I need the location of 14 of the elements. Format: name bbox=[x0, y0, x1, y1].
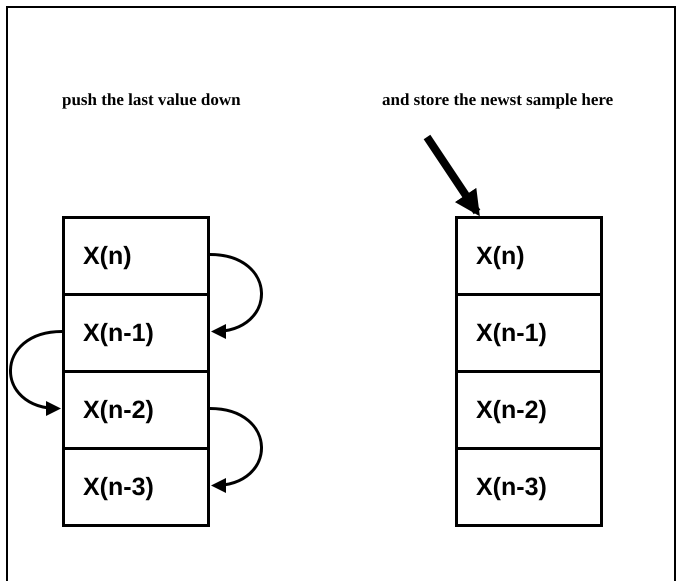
arrow bbox=[9, 330, 62, 415]
arrow bbox=[210, 253, 263, 338]
stack-cell: X(n-3) bbox=[62, 447, 210, 527]
arrow bbox=[210, 407, 263, 492]
stack-cell: X(n-2) bbox=[62, 370, 210, 450]
stack-cell: X(n-2) bbox=[455, 370, 603, 450]
note-text: and store the newst sample here bbox=[382, 89, 678, 110]
stack-cell: X(n-1) bbox=[455, 293, 603, 373]
arrow bbox=[424, 134, 480, 216]
stack-cell: X(n-3) bbox=[455, 447, 603, 527]
stack-cell: X(n) bbox=[62, 216, 210, 296]
stack-cell: X(n) bbox=[455, 216, 603, 296]
stack-cell: X(n-1) bbox=[62, 293, 210, 373]
note-text: push the last value down bbox=[62, 89, 242, 110]
